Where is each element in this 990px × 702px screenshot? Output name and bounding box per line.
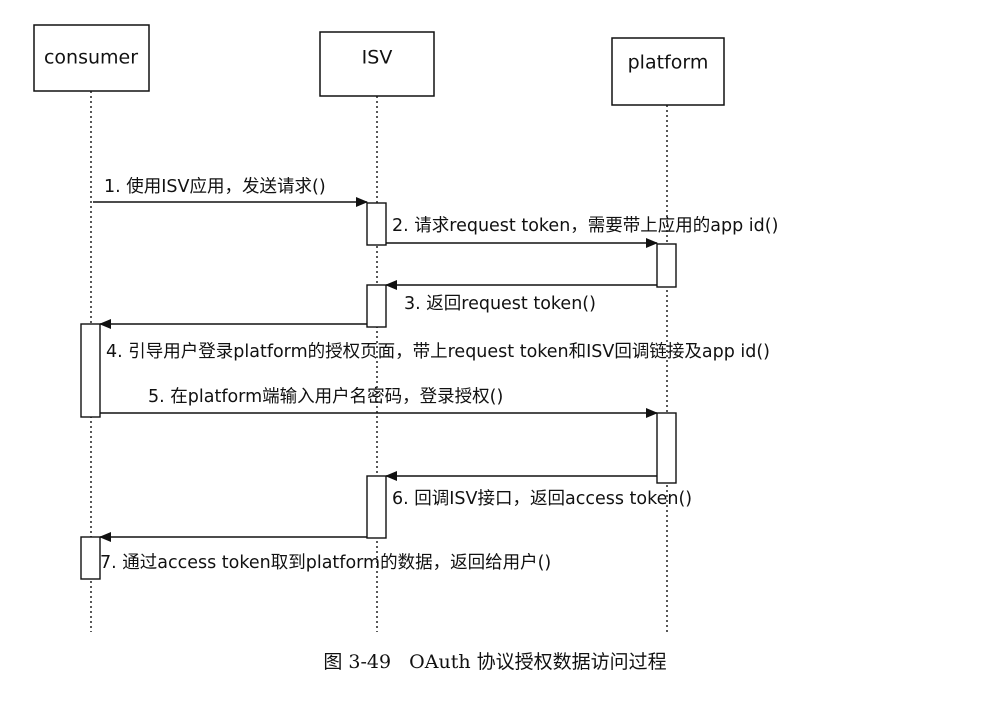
platform-activation-2 (656, 412, 677, 484)
participant-isv: ISV (319, 31, 435, 97)
message-6-label: 6. 回调ISV接口，返回access token() (392, 489, 692, 509)
participant-consumer: consumer (33, 24, 150, 92)
message-1-label: 1. 使用ISV应用，发送请求() (104, 176, 326, 197)
participant-consumer-label: consumer (44, 47, 138, 69)
participant-platform-label: platform (628, 52, 709, 74)
isv-activation-2 (366, 284, 387, 328)
participant-platform: platform (611, 37, 725, 106)
message-4-label: 4. 引导用户登录platform的授权页面，带上request token和I… (106, 342, 770, 362)
isv-activation-1 (366, 202, 387, 246)
message-5-label: 5. 在platform端输入用户名密码，登录授权() (148, 387, 503, 407)
participant-isv-label: ISV (362, 47, 393, 69)
isv-activation-3 (366, 475, 387, 539)
message-7-label: 7. 通过access token取到platform的数据，返回给用户() (100, 553, 551, 573)
figure-caption: 图 3-49 OAuth 协议授权数据访问过程 (323, 651, 666, 673)
message-2-label: 2. 请求request token，需要带上应用的app id() (392, 216, 778, 236)
consumer-activation-2 (80, 536, 101, 580)
consumer-activation-1 (80, 323, 101, 418)
platform-activation-1 (656, 243, 677, 288)
message-3-label: 3. 返回request token() (404, 294, 596, 314)
